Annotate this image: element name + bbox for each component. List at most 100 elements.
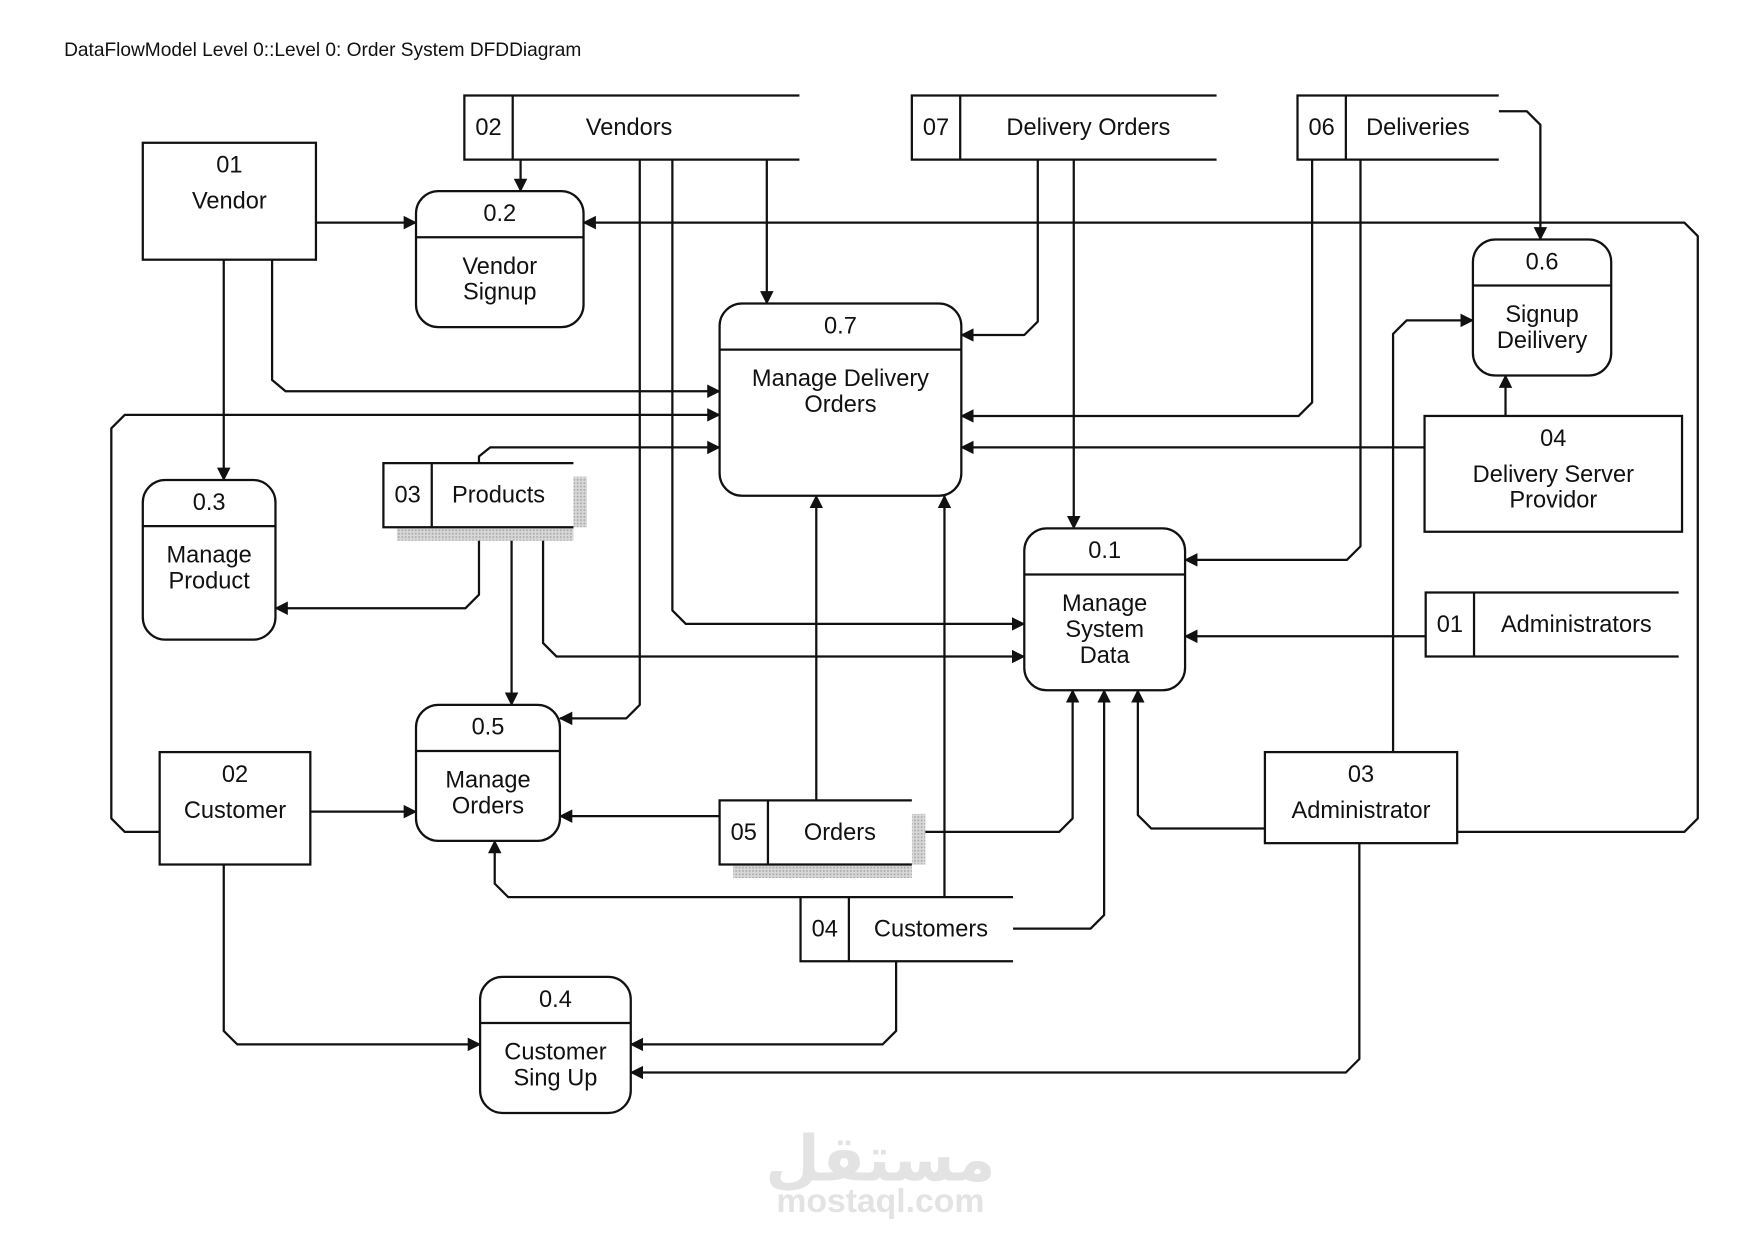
- process-shape: [414, 703, 562, 843]
- store-id: 04: [812, 917, 838, 943]
- data-flow-arrow: [1013, 689, 1111, 930]
- process-shape: [478, 975, 632, 1115]
- watermark-arabic: مستقل: [765, 1122, 995, 1195]
- entity-name: Delivery Server: [1473, 462, 1634, 488]
- entity-name: Providor: [1509, 488, 1597, 514]
- store-outline: [718, 799, 912, 866]
- data-flow-arrow: [671, 159, 1026, 631]
- store-name: Administrators: [1501, 612, 1652, 638]
- process-name: System: [1065, 617, 1144, 643]
- entity-shape: [158, 750, 312, 866]
- store-fill: [911, 95, 1217, 160]
- diagram-nodes: 0.1ManageSystemData0.2VendorSignup0.3Man…: [141, 94, 1684, 1115]
- store-id: 06: [1309, 115, 1335, 141]
- process-id: 0.4: [539, 987, 572, 1013]
- entity-id: 02: [222, 762, 248, 788]
- store-id: 03: [394, 483, 420, 509]
- process-shape: [1471, 238, 1613, 377]
- process-name: Product: [168, 569, 250, 595]
- process-id: 0.5: [472, 715, 505, 741]
- process-id: 0.7: [824, 313, 857, 339]
- process-name: Vendor: [462, 254, 537, 280]
- store-fill: [800, 897, 1014, 962]
- watermark-latin: mostaql.com: [776, 1182, 984, 1220]
- process-name: Manage Delivery: [752, 366, 929, 392]
- data-flow-arrow: [1498, 110, 1548, 241]
- data-flow-arrow: [487, 839, 801, 899]
- entity-id: 04: [1540, 426, 1566, 452]
- store-outline: [799, 895, 1014, 963]
- process-shape: [1023, 527, 1187, 692]
- process-shape: [414, 189, 585, 329]
- store-name: Customers: [874, 917, 988, 943]
- process-name: Signup: [463, 280, 536, 306]
- data-flow-arrow: [629, 843, 1361, 1080]
- data-flow-arrow: [911, 689, 1080, 834]
- store-outline: [1424, 591, 1679, 658]
- process-name: Orders: [452, 793, 524, 819]
- data-flow-arrow: [960, 159, 1039, 342]
- entity-shape: [1263, 750, 1459, 845]
- data-flows: [110, 110, 1699, 1080]
- process-id: 0.1: [1088, 538, 1121, 564]
- entity-shape: [141, 141, 318, 261]
- process-shape: [141, 478, 277, 641]
- entity-name: Customer: [184, 798, 286, 824]
- store-fill: [1425, 592, 1679, 657]
- store-name: Delivery Orders: [1006, 115, 1170, 141]
- data-flow-arrow: [274, 527, 481, 615]
- store-id: 02: [475, 115, 501, 141]
- entity-shape: [1423, 414, 1684, 533]
- process-id: 0.6: [1526, 249, 1559, 275]
- store-fill: [383, 463, 574, 528]
- process-name: Manage: [166, 543, 251, 569]
- process-id: 0.3: [193, 490, 226, 516]
- store-customers[interactable]: 04 Customers: [799, 895, 1014, 963]
- data-flow-arrow: [541, 527, 1026, 664]
- data-flow-arrow: [110, 408, 721, 834]
- entity-id: 01: [216, 153, 242, 179]
- process-name: Deilivery: [1497, 328, 1588, 354]
- store-outline: [382, 462, 574, 529]
- entity-name: Administrator: [1292, 798, 1431, 824]
- process-shape: [718, 302, 963, 497]
- store-deliveries[interactable]: 06 Deliveries: [1296, 94, 1499, 161]
- diagram-title: DataFlowModel Level 0::Level 0: Order Sy…: [64, 40, 581, 61]
- process-name: Customer: [504, 1040, 606, 1066]
- data-flow-arrow: [222, 864, 482, 1052]
- process-name: Manage: [1062, 591, 1147, 617]
- data-flow-arrow: [629, 961, 898, 1052]
- store-outline: [910, 94, 1217, 161]
- store-fill: [464, 95, 800, 160]
- watermark: مستقل mostaql.com: [765, 1122, 995, 1219]
- store-outline: [463, 94, 800, 161]
- store-name: Orders: [804, 820, 876, 846]
- store-fill: [1297, 95, 1499, 160]
- process-name: Orders: [804, 392, 876, 418]
- process-name: Manage: [445, 768, 530, 794]
- store-administrators[interactable]: 01 Administrators: [1424, 591, 1679, 658]
- store-id: 01: [1437, 612, 1463, 638]
- data-flow-arrow: [960, 159, 1314, 423]
- data-flow-arrow: [558, 159, 641, 726]
- process-name: Data: [1080, 643, 1131, 669]
- data-flow-arrow: [582, 215, 1699, 834]
- data-flow-arrow: [1391, 313, 1475, 753]
- store-name: Deliveries: [1366, 115, 1470, 141]
